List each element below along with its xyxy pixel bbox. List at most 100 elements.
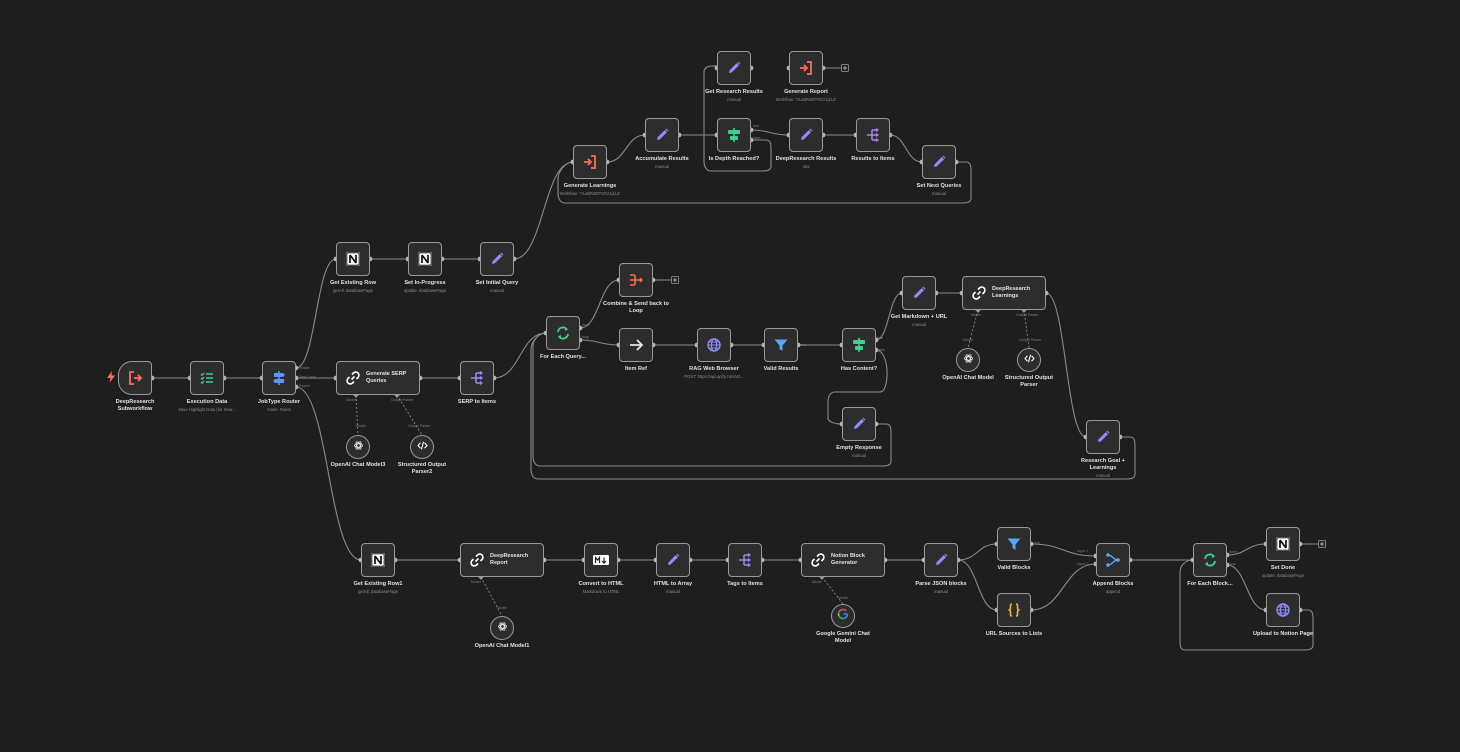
pencil-icon	[665, 552, 681, 568]
code-icon	[416, 438, 428, 456]
results-to-items-node[interactable]	[856, 118, 890, 152]
aggregate-icon	[628, 272, 644, 288]
is-depth-reached-node[interactable]	[717, 118, 751, 152]
trigger-node[interactable]	[118, 361, 152, 395]
execution-data-label: Execution Data	[186, 399, 228, 405]
split-out-icon	[737, 552, 753, 568]
deepresearch-learnings-node[interactable]: DeepResearch Learnings	[962, 276, 1046, 310]
get-research-results-node[interactable]	[717, 51, 751, 85]
html-to-array-sublabel: manual	[666, 589, 680, 595]
loop-back-wire-blocks	[1179, 559, 1314, 651]
valid-results-label: Valid Results	[763, 366, 799, 372]
accumulate-results-node[interactable]	[645, 118, 679, 152]
get-markdown-url-node[interactable]	[902, 276, 936, 310]
get-existing-row-sublabel: getAll: databasePage	[333, 288, 373, 294]
get-research-results-label: Get Research Results	[705, 89, 763, 95]
set-done-label: Set Done	[1270, 565, 1296, 571]
structured-output-parser-label: Structured Output Parser	[1004, 375, 1054, 388]
markdown-icon	[592, 553, 610, 567]
port-label-false-2: false	[877, 348, 885, 352]
serp-to-items-node[interactable]	[460, 361, 494, 395]
parse-json-blocks-node[interactable]	[924, 543, 958, 577]
pencil-icon	[1095, 429, 1111, 445]
add-node-plus-icon[interactable]	[841, 64, 849, 72]
valid-blocks-label: Valid Blocks	[997, 565, 1031, 571]
generate-learnings-node[interactable]	[573, 145, 607, 179]
add-node-plus-icon[interactable]	[671, 276, 679, 284]
upload-to-notion-page-node[interactable]	[1266, 593, 1300, 627]
notion-icon	[369, 551, 387, 569]
research-goal-learnings-node[interactable]	[1086, 420, 1120, 454]
item-ref-node[interactable]	[619, 328, 653, 362]
generate-serp-queries-label: Generate SERP Queries	[366, 371, 407, 384]
port-label-model-7: Model	[812, 580, 822, 584]
arrow-right-icon	[628, 337, 644, 353]
deepresearch-report-node[interactable]: DeepResearch Report	[460, 543, 544, 577]
generate-report-sublabel: Workflow: 'YLxBR4DPXGz1j1L2'	[775, 97, 837, 103]
pencil-icon	[931, 154, 947, 170]
structured-output-parser2-node[interactable]	[410, 435, 434, 459]
get-research-results-sublabel: manual	[727, 97, 741, 103]
structured-output-parser-node[interactable]	[1017, 348, 1041, 372]
port-label-initiate: Initiate	[299, 366, 310, 370]
set-initial-query-node[interactable]	[480, 242, 514, 276]
valid-blocks-node[interactable]	[997, 527, 1031, 561]
rag-web-browser-sublabel: POST: https://api.apify.com/v2...	[684, 374, 744, 380]
generate-serp-queries-node[interactable]: Generate SERP Queries	[336, 361, 420, 395]
append-blocks-sublabel: append	[1106, 589, 1120, 595]
url-sources-to-lists-label: URL Sources to Lists	[985, 631, 1043, 637]
url-sources-to-lists-node[interactable]	[997, 593, 1031, 627]
valid-results-node[interactable]	[764, 328, 798, 362]
connection-wire	[1030, 563, 1097, 611]
link-icon	[345, 370, 361, 386]
generate-report-label: Generate Report	[784, 89, 828, 95]
get-existing-row1-node[interactable]	[361, 543, 395, 577]
empty-response-label: Empty Response	[836, 445, 882, 451]
set-initial-query-sublabel: manual	[490, 288, 504, 294]
empty-response-node[interactable]	[842, 407, 876, 441]
notion-block-generator-node[interactable]: Notion Block Generator	[801, 543, 885, 577]
for-each-query-node[interactable]	[546, 316, 580, 350]
has-content-node[interactable]	[842, 328, 876, 362]
google-icon	[837, 607, 849, 625]
loop-back-wire-learnings	[530, 332, 1136, 480]
append-blocks-node[interactable]	[1096, 543, 1130, 577]
deepresearch-learnings-label: DeepResearch Learnings	[992, 286, 1031, 299]
sign-in-icon	[582, 154, 598, 170]
dashed-model-wire-4	[821, 576, 844, 605]
generate-report-node[interactable]	[789, 51, 823, 85]
set-done-node[interactable]	[1266, 527, 1300, 561]
link-icon	[810, 552, 826, 568]
execution-data-node[interactable]	[190, 361, 224, 395]
for-each-block-node[interactable]	[1193, 543, 1227, 577]
port-label-true-2: true	[877, 336, 884, 340]
connection-wire	[513, 161, 574, 260]
generate-learnings-sublabel: Workflow: 'YLxBR4DPXGz1j1L2'	[559, 191, 621, 197]
deepresearch-results-sublabel: raw	[802, 164, 810, 170]
get-markdown-url-label: Get Markdown + URL	[890, 314, 948, 320]
parse-json-blocks-label: Parse JSON blocks	[915, 581, 967, 587]
google-gemini-chat-model-node[interactable]	[831, 604, 855, 628]
tags-to-items-node[interactable]	[728, 543, 762, 577]
jobtype-router-node[interactable]	[262, 361, 296, 395]
port-label-done: done	[582, 323, 590, 327]
get-existing-row-node[interactable]	[336, 242, 370, 276]
openai-chat-model1-node[interactable]	[490, 616, 514, 640]
loop-back-wire-next-queries	[557, 161, 972, 204]
openai-chat-model3-node[interactable]	[346, 435, 370, 459]
set-next-queries-node[interactable]	[922, 145, 956, 179]
port-label-model-3: Model	[971, 313, 981, 317]
deepresearch-results-node[interactable]	[789, 118, 823, 152]
convert-to-html-node[interactable]	[584, 543, 618, 577]
rag-web-browser-node[interactable]	[697, 328, 731, 362]
port-label-report: Report	[299, 384, 310, 388]
openai-chat-model-node[interactable]	[956, 348, 980, 372]
set-in-progress-node[interactable]	[408, 242, 442, 276]
if-icon	[726, 127, 742, 143]
combine-send-back-node[interactable]	[619, 263, 653, 297]
add-node-plus-icon[interactable]	[1318, 540, 1326, 548]
port-label-model: Model	[346, 398, 356, 402]
html-to-array-node[interactable]	[656, 543, 690, 577]
connection-wire	[889, 134, 923, 163]
